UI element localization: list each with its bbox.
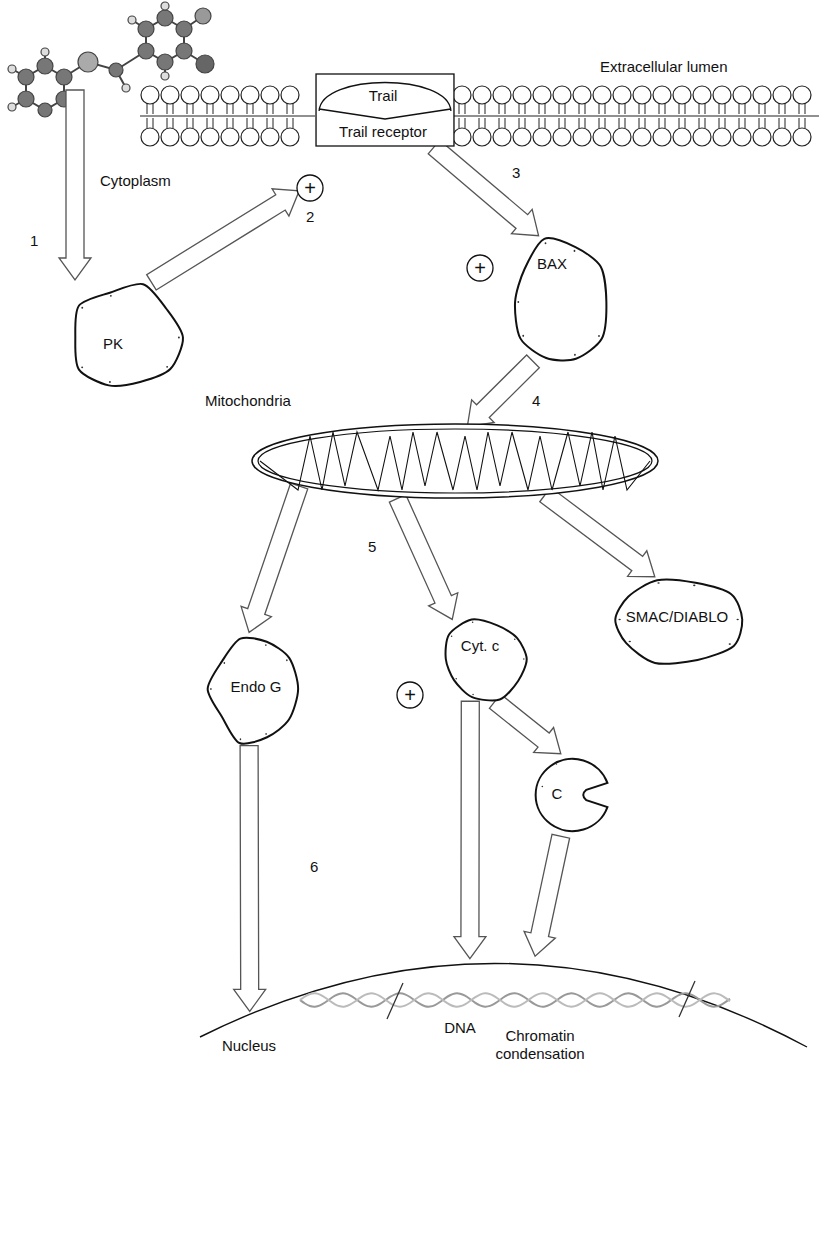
block-arrow xyxy=(540,487,655,576)
protein-blob-outline xyxy=(505,233,617,371)
drug-uptake-arrow xyxy=(59,90,91,280)
block-arrow xyxy=(389,495,457,620)
protein-blob: PK xyxy=(65,280,185,395)
plus-circle: + xyxy=(396,681,428,709)
protein-blob-outline xyxy=(438,615,533,703)
step-number: 1 xyxy=(30,232,38,250)
region-label: Cytoplasm xyxy=(100,172,171,190)
step-number: 6 xyxy=(310,858,318,876)
protein-blob: BAX xyxy=(505,233,617,371)
block-arrow xyxy=(234,746,266,1012)
block-arrow xyxy=(524,834,570,956)
molecule-model xyxy=(8,2,214,117)
node-label: Endo G xyxy=(217,678,295,696)
nucleus-outline: Nucleus DNAChromatin condensation xyxy=(195,955,810,1075)
node-label: C xyxy=(546,785,568,803)
block-arrow xyxy=(489,694,560,754)
node-label: Cyt. c xyxy=(450,637,510,655)
node-label: Nucleus xyxy=(209,1037,289,1055)
node-label: SMAC/DIABLO xyxy=(608,608,746,626)
node-label: + xyxy=(396,683,424,707)
protein-blob-outline xyxy=(65,280,185,395)
step-number: 3 xyxy=(512,164,520,182)
plus-circle: + xyxy=(466,254,498,282)
block-arrow xyxy=(467,355,539,427)
block-arrow xyxy=(428,140,538,236)
block-arrow xyxy=(454,701,486,958)
node-label: PK xyxy=(93,335,133,353)
protein-blob: Endo G xyxy=(205,630,303,748)
caspase-shape-outline xyxy=(530,752,618,838)
plus-circle: + xyxy=(296,174,328,202)
mitochondrion: Mitochondria xyxy=(250,422,660,500)
block-arrow xyxy=(147,189,300,290)
node-label: DNA xyxy=(435,1019,485,1037)
node-label: Trail xyxy=(315,87,451,105)
mitochondrion-outline xyxy=(250,422,660,500)
lipid-bilayer xyxy=(140,86,819,146)
step-number: 4 xyxy=(532,392,540,410)
protein-blob: Cyt. c xyxy=(438,615,533,703)
node-label: Trail receptor xyxy=(315,123,451,141)
region-label: Extracellular lumen xyxy=(600,58,728,76)
node-label: Mitochondria xyxy=(205,392,315,410)
node-label: + xyxy=(296,176,324,200)
node-label: BAX xyxy=(527,255,577,273)
step-number: 2 xyxy=(306,208,314,226)
node-label: + xyxy=(466,256,494,280)
node-label: Chromatin condensation xyxy=(485,1027,595,1063)
block-arrow xyxy=(241,483,308,632)
caspase-shape: C xyxy=(530,752,618,838)
receptor-box: TrailTrail receptor xyxy=(315,73,455,147)
step-number: 5 xyxy=(368,538,376,556)
protein-blob: SMAC/DIABLO xyxy=(603,572,751,667)
